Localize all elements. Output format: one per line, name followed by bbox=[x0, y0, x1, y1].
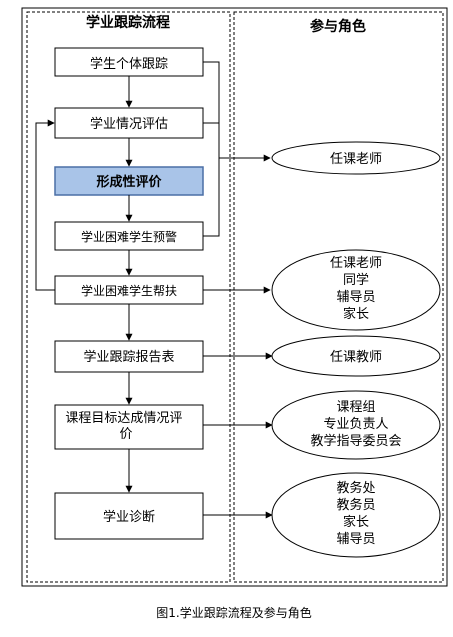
role-ellipse-r2 bbox=[271, 249, 441, 331]
feedback-loop-p5-p2 bbox=[35, 119, 55, 291]
process-label-p4: 学业困难学生预警 bbox=[81, 229, 177, 244]
process-label-p7-line2: 价 bbox=[119, 427, 132, 442]
role-ellipse-r4 bbox=[271, 390, 441, 460]
roles-header: 参与角色 bbox=[310, 18, 366, 35]
role-text-r4-1: 课程组 bbox=[336, 400, 375, 415]
process-column-frame bbox=[26, 11, 231, 583]
roles-column-frame bbox=[233, 11, 444, 583]
process-header: 学业跟踪流程 bbox=[86, 14, 170, 31]
figure-caption: 图1.学业跟踪流程及参与角色 bbox=[156, 605, 311, 620]
outer-frame bbox=[21, 7, 448, 587]
role-text-r5-3: 家长 bbox=[343, 514, 369, 530]
role-text-r1: 任课老师 bbox=[330, 152, 382, 167]
role-text-r2-3: 辅导员 bbox=[336, 290, 375, 305]
role-text-r2-2: 同学 bbox=[343, 272, 369, 288]
role-text-r5-1: 教务处 bbox=[336, 480, 375, 496]
process-box-p7 bbox=[54, 404, 204, 450]
role-text-r4-2: 专业负责人 bbox=[323, 417, 388, 432]
process-label-p2: 学业情况评估 bbox=[90, 116, 168, 132]
role-text-r5-2: 教务员 bbox=[336, 497, 375, 513]
process-box-p8 bbox=[54, 492, 204, 540]
process-label-p3: 形成性评价 bbox=[96, 174, 162, 190]
role-text-r4-3: 教学指导委员会 bbox=[310, 433, 401, 449]
role-ellipse-r5 bbox=[271, 472, 441, 558]
role-text-r3: 任课教师 bbox=[330, 349, 382, 365]
process-label-p6: 学业跟踪报告表 bbox=[83, 349, 174, 365]
process-box-p6 bbox=[54, 340, 204, 373]
process-box-p3 bbox=[54, 166, 204, 196]
process-label-p7: 课程目标达成情况评 价 bbox=[65, 411, 186, 442]
role-text-r2-1: 任课老师 bbox=[330, 256, 382, 271]
process-label-p7-line1: 课程目标达成情况评 bbox=[65, 411, 182, 426]
role-ellipse-r1 bbox=[271, 141, 441, 175]
process-label-p1: 学生个体跟踪 bbox=[90, 56, 168, 72]
process-label-p5: 学业困难学生帮扶 bbox=[81, 283, 177, 298]
role-text-r5-4: 辅导员 bbox=[336, 532, 375, 547]
bracket-p1-p4 bbox=[203, 61, 220, 237]
role-text-r2-4: 家长 bbox=[343, 306, 369, 322]
role-ellipse-r3 bbox=[271, 335, 441, 377]
process-label-p8: 学业诊断 bbox=[103, 509, 155, 525]
process-box-p4 bbox=[54, 221, 204, 251]
